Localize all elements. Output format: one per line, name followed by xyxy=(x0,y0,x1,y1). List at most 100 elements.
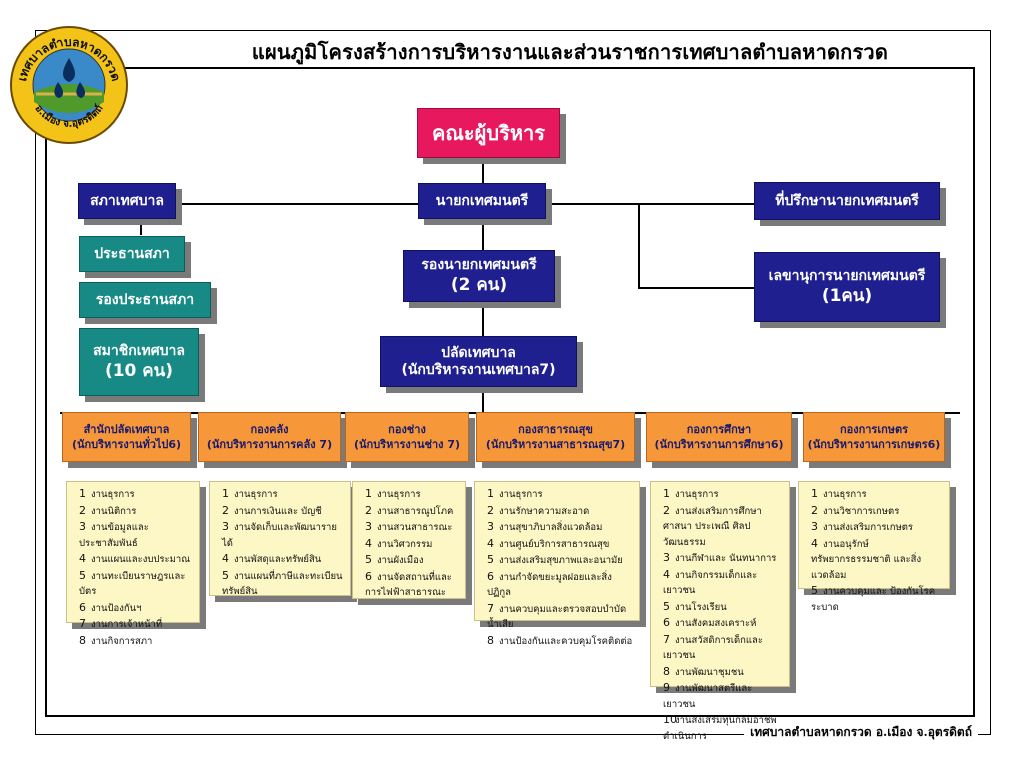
task-number: 6 xyxy=(365,569,372,583)
municipality-seal-logo: เทศบาลตำบลหาดกรวด อ.เมือง จ.อุตรดิตถ์ xyxy=(8,24,130,146)
department-header: กองสาธารณสุข (นักบริหารงานสาธารณสุข7) xyxy=(476,412,635,462)
task-number: 1 xyxy=(79,487,86,500)
task-label: งานธุรการ xyxy=(499,489,543,500)
task-item: 1 งานธุรการ xyxy=(79,486,193,503)
task-label: งานส่งเสริมสุขภาพและอนามัย xyxy=(499,555,623,566)
task-label: งานวิชาการเกษตร xyxy=(823,505,900,517)
task-label: งานธุรการ xyxy=(377,489,421,500)
task-label: งานสุขาภิบาลสิ่งแวดล้อม xyxy=(499,522,603,533)
deputy-mayor-count: (2 คน) xyxy=(450,274,508,295)
mayor-box: นายกเทศมนตรี xyxy=(418,183,546,219)
task-label: งานสวัสดิการเด็กและ เยาวชน xyxy=(663,634,763,662)
executive-board-box: คณะผู้บริหาร xyxy=(417,108,560,158)
council-members-box: สมาชิกเทศบาล (10 คน) xyxy=(79,328,199,396)
deputy-mayor-label: รองนายกเทศมนตรี xyxy=(421,256,537,273)
department-position: (นักบริหารงานทั่วไป6) xyxy=(71,437,182,451)
task-number: 1 xyxy=(365,487,372,500)
task-number: 1 xyxy=(811,487,818,500)
task-number: 5 xyxy=(365,553,372,566)
task-number: 4 xyxy=(79,552,86,565)
page-title: แผนภูมิโครงสร้างการบริหารงานและส่วนราชกา… xyxy=(251,40,889,64)
task-label: งานสวนสาธารณะ xyxy=(377,522,453,533)
department-header: กองการศึกษา (นักบริหารงานการศึกษา6) xyxy=(646,412,792,462)
task-number: 6 xyxy=(487,569,494,583)
task-number: 4 xyxy=(663,567,670,581)
task-label: งานส่งเสริมการศึกษา ศาสนา ประเพณี ศิลปวั… xyxy=(663,505,762,548)
task-label: งานสังคมสงเคราะห์ xyxy=(675,618,757,629)
department-header: กองคลัง (นักบริหารงานการคลัง 7) xyxy=(198,412,341,462)
task-number: 7 xyxy=(79,617,86,630)
task-item: 3 งานสวนสาธารณะ xyxy=(365,519,459,536)
council-members-count: (10 คน) xyxy=(104,360,174,381)
task-label: งานโรงเรียน xyxy=(675,601,727,613)
task-label: งานธุรการ xyxy=(823,489,867,500)
mayor-label: นายกเทศมนตรี xyxy=(435,192,529,209)
task-label: งานธุรการ xyxy=(234,489,278,500)
task-label: งานสาธารณูปโภค xyxy=(377,505,454,517)
department-name: กองคลัง xyxy=(250,422,289,436)
task-item: 4 งานพัสดุและทรัพย์สิน xyxy=(222,551,344,568)
connector-secretary-horizontal xyxy=(638,287,756,289)
task-label: งานพัฒนาชุมชน xyxy=(675,666,744,678)
task-number: 3 xyxy=(365,520,372,533)
secretary-label: เลขานุการนายกเทศมนตรี xyxy=(768,267,926,284)
task-item: 1 งานธุรการ xyxy=(811,486,943,503)
task-number: 8 xyxy=(79,633,86,647)
secretary-box: เลขานุการนายกเทศมนตรี (1คน) xyxy=(754,252,940,322)
task-label: งานทะเบียนราษฎรและบัตร xyxy=(79,570,186,598)
task-number: 9 xyxy=(663,681,670,694)
task-number: 8 xyxy=(487,633,494,647)
department-name: กองการศึกษา xyxy=(686,422,752,436)
task-label: งานข้อมูลและ ประชาสัมพันธ์ xyxy=(79,522,149,549)
council-vice-chairman-box: รองประธานสภา xyxy=(79,282,211,318)
department-position: (นักบริหารงานสาธารณสุข7) xyxy=(485,437,626,451)
council-vice-chairman-label: รองประธานสภา xyxy=(95,291,195,308)
council-box: สภาเทศบาล xyxy=(78,183,176,219)
task-label: งานแผนที่ภาษีและทะเบียนทรัพย์สิน xyxy=(222,570,343,598)
advisor-box: ที่ปรึกษานายกเทศมนตรี xyxy=(754,182,940,220)
task-number: 5 xyxy=(811,584,818,597)
task-number: 4 xyxy=(365,536,372,550)
task-item: 4 งานแผนและงบประมาณ xyxy=(79,551,193,568)
task-number: 5 xyxy=(663,599,670,613)
connector-council xyxy=(140,220,142,235)
task-label: งานแผนและงบประมาณ xyxy=(91,554,191,565)
task-number: 2 xyxy=(811,503,818,517)
council-members-label: สมาชิกเทศบาล xyxy=(93,342,185,359)
task-label: งานพัสดุและทรัพย์สิน xyxy=(234,554,322,565)
department-name: สำนักปลัดเทศบาล xyxy=(83,422,170,436)
secretary-count: (1คน) xyxy=(821,285,873,306)
task-number: 3 xyxy=(222,520,229,533)
task-number: 4 xyxy=(222,552,229,565)
council-chairman-box: ประธานสภา xyxy=(79,236,185,272)
task-label: งานอนุรักษ์ทรัพยากรธรรมชาติ และสิ่งแวดล้… xyxy=(811,538,922,581)
department-name: กองสาธารณสุข xyxy=(518,422,593,436)
task-number: 5 xyxy=(222,568,229,582)
connector-secretary-vertical xyxy=(638,204,640,288)
task-label: งานธุรการ xyxy=(91,489,135,500)
department-name: กองช่าง xyxy=(388,422,426,436)
task-label: งานศูนย์บริการสาธารณสุข xyxy=(499,538,610,550)
municipal-clerk-label: ปลัดเทศบาล xyxy=(441,344,516,361)
